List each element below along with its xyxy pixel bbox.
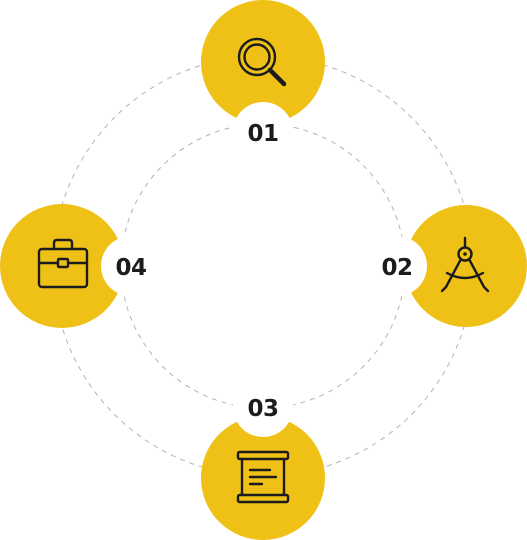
step-01: 01 [201, 0, 325, 162]
step-01-number: 01 [247, 121, 278, 147]
step-02: 02 [367, 205, 527, 327]
drafting-compass-icon [440, 236, 490, 293]
step-04: 04 [0, 204, 161, 328]
step-01-label-backdrop [233, 102, 293, 162]
step-03: 03 [201, 377, 325, 540]
step-02-label-backdrop [367, 236, 427, 296]
step-04-number: 04 [115, 255, 146, 281]
inner-dashed-ring [120, 123, 406, 409]
step-04-label-backdrop [101, 236, 161, 296]
step-03-label-backdrop [233, 377, 293, 437]
step-02-number: 02 [381, 255, 412, 281]
briefcase-icon [37, 238, 89, 289]
step-03-number: 03 [247, 396, 278, 422]
scroll-document-icon [236, 450, 290, 504]
magnifier-icon [237, 37, 287, 87]
step-01-circle [201, 0, 325, 124]
step-02-circle [405, 205, 527, 327]
